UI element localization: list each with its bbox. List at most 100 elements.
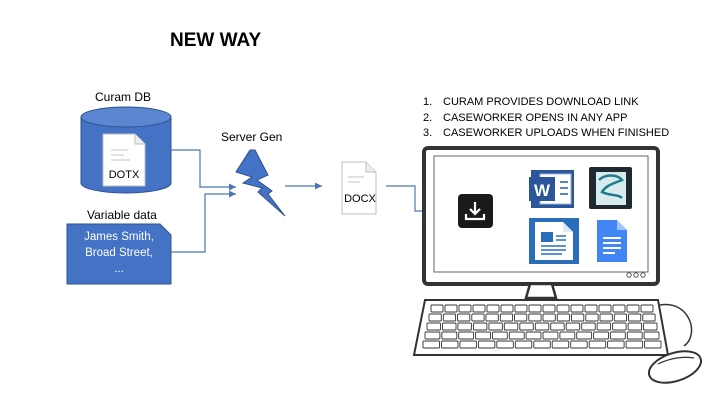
keyboard-key <box>576 331 593 340</box>
keyboard-key <box>424 331 441 340</box>
variable-data-line: ... <box>114 263 124 275</box>
variable-data-label: Variable data <box>87 208 157 222</box>
keyboard-key <box>514 313 528 322</box>
docx-label: DOCX <box>344 193 376 205</box>
dotx-label: DOTX <box>109 169 140 181</box>
keyboard-key <box>551 340 570 349</box>
keyboard-key <box>565 322 581 331</box>
docx-document-icon: DOCX <box>341 161 377 215</box>
data-to-server-arrow <box>171 190 236 253</box>
keyboard-key <box>643 322 658 331</box>
keyboard-key <box>556 304 570 313</box>
keyboard-key <box>642 313 656 322</box>
keyboard-key <box>613 313 628 322</box>
keyboard-key <box>627 322 643 331</box>
keyboard-key <box>428 313 442 322</box>
keyboard-key <box>625 340 644 349</box>
keyboard-key <box>571 313 585 322</box>
keyboard-key <box>593 331 609 340</box>
keyboard-key <box>486 304 500 313</box>
keyboard-key <box>488 322 503 331</box>
monitor-button <box>633 272 639 278</box>
keyboard-key <box>430 304 444 313</box>
keyboard-key <box>496 340 514 349</box>
keyboard-key <box>528 304 542 313</box>
variable-data-line: James Smith, <box>84 231 154 243</box>
keyboard-key <box>472 322 488 331</box>
lightning-bolt-icon <box>235 149 286 217</box>
keyboard-key <box>626 304 640 313</box>
keyboard-key <box>581 322 596 331</box>
keyboard-key <box>519 322 534 331</box>
keyboard-key <box>475 331 491 340</box>
keyboard-key <box>640 304 654 313</box>
keyboard-key <box>598 304 612 313</box>
keyboard-key <box>542 331 559 340</box>
keyboard-key <box>472 304 486 313</box>
keyboard-key <box>442 313 457 322</box>
keyboard-key <box>514 304 528 313</box>
keyboard-key <box>588 340 607 349</box>
keyboard-key <box>607 340 625 349</box>
keyboard-key <box>514 340 533 349</box>
step-item: 1.CURAM PROVIDES DOWNLOAD LINK <box>423 96 639 108</box>
keyboard-key <box>503 322 519 331</box>
keyboard <box>412 299 670 356</box>
step-list: 1.CURAM PROVIDES DOWNLOAD LINK 2.CASEWOR… <box>423 95 669 142</box>
keyboard-key <box>441 331 458 340</box>
keyboard-key <box>556 313 571 322</box>
google-docs-icon[interactable] <box>597 220 627 262</box>
keyboard-key <box>609 331 626 340</box>
mouse-cable <box>659 303 693 347</box>
keyboard-key <box>596 322 612 331</box>
keyboard-key <box>525 331 542 340</box>
keyboard-key <box>491 331 508 340</box>
keyboard-key <box>485 313 499 322</box>
keyboard-key <box>500 304 514 313</box>
keyboard-key <box>442 322 457 331</box>
keyboard-key <box>477 340 496 349</box>
keyboard-key <box>533 340 551 349</box>
keyboard-key <box>508 331 525 340</box>
keyboard-key <box>422 340 440 349</box>
keyboard-keys <box>422 304 662 349</box>
keyboard-key <box>612 322 627 331</box>
keyboard-key <box>612 304 626 313</box>
keyboard-key <box>471 313 485 322</box>
keyboard-key <box>585 313 599 322</box>
writer-icon[interactable] <box>589 167 632 209</box>
db-label: Curam DB <box>95 90 152 104</box>
keyboard-key <box>542 304 556 313</box>
step-item: 2.CASEWORKER OPENS IN ANY APP <box>423 111 628 124</box>
svg-text:W: W <box>534 181 551 200</box>
keyboard-key <box>542 313 556 322</box>
keyboard-key <box>550 322 565 331</box>
server-gen-label: Server Gen <box>221 130 283 144</box>
keyboard-key <box>628 313 642 322</box>
keyboard-key <box>534 322 550 331</box>
libreoffice-writer-icon[interactable] <box>529 218 579 264</box>
page-title: NEW WAY <box>170 30 262 51</box>
word-icon[interactable]: W <box>529 170 574 208</box>
keyboard-key <box>458 304 472 313</box>
download-icon[interactable] <box>458 194 493 228</box>
keyboard-key <box>644 340 662 349</box>
keyboard-key <box>457 322 472 331</box>
dotx-document-icon: DOTX <box>102 133 146 187</box>
keyboard-key <box>459 340 477 349</box>
keyboard-key <box>444 304 458 313</box>
keyboard-key <box>426 322 441 331</box>
keyboard-key <box>584 304 598 313</box>
keyboard-key <box>599 313 613 322</box>
monitor-button <box>640 272 646 278</box>
keyboard-key <box>528 313 542 322</box>
variable-data-line: Broad Street, <box>85 247 153 259</box>
variable-data-text: James Smith, Broad Street, ... <box>68 229 170 277</box>
step-item: 3.CASEWORKER UPLOADS WHEN FINISHED <box>423 127 670 139</box>
keyboard-key <box>626 331 643 340</box>
keyboard-key <box>499 313 514 322</box>
keyboard-key <box>570 304 584 313</box>
keyboard-key <box>458 331 475 340</box>
keyboard-key <box>559 331 576 340</box>
